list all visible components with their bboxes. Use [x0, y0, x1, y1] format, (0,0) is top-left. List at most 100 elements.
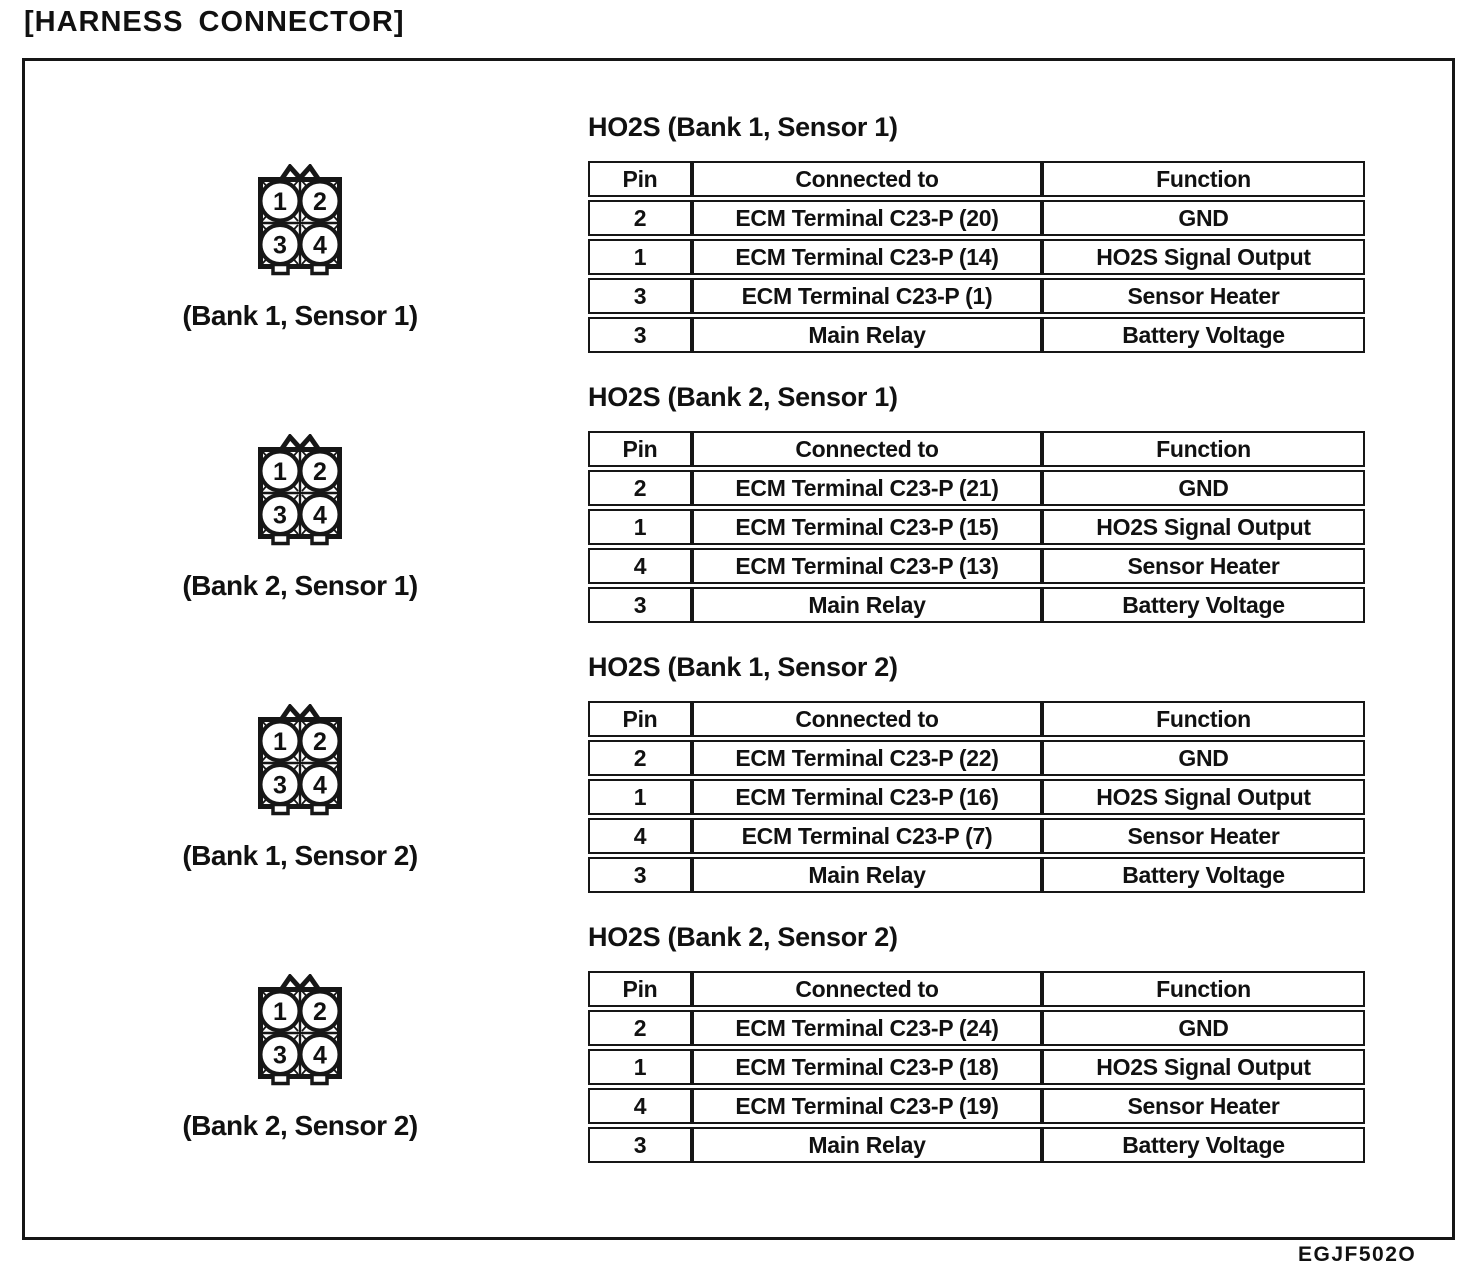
column-header-connected-to: Connected to: [692, 701, 1042, 737]
connector-pin-2: 2: [313, 188, 327, 216]
connector-label: (Bank 1, Sensor 1): [182, 300, 418, 331]
table-row: 3 Main Relay Battery Voltage: [588, 587, 1365, 623]
connected-to-cell: ECM Terminal C23-P (7): [692, 818, 1042, 854]
function-cell: Battery Voltage: [1042, 317, 1365, 353]
connector-diagram: 1 2 3 4: [256, 972, 344, 1088]
table-header-row: Pin Connected to Function: [588, 971, 1365, 1007]
table-row: 1 ECM Terminal C23-P (15) HO2S Signal Ou…: [588, 509, 1365, 545]
pin-table: Pin Connected to Function 2 ECM Terminal…: [588, 698, 1365, 896]
connector-pin-3: 3: [273, 232, 287, 260]
table-body: 2 ECM Terminal C23-P (21) GND 1 ECM Term…: [588, 470, 1365, 623]
table-row: 2 ECM Terminal C23-P (20) GND: [588, 200, 1365, 236]
table-row: 1 ECM Terminal C23-P (18) HO2S Signal Ou…: [588, 1049, 1365, 1085]
pin-cell: 2: [588, 200, 692, 236]
connector-pin-1: 1: [273, 458, 287, 486]
connected-to-cell: ECM Terminal C23-P (14): [692, 239, 1042, 275]
connector-pin-4: 4: [313, 1042, 327, 1070]
connected-to-cell: ECM Terminal C23-P (20): [692, 200, 1042, 236]
connected-to-cell: ECM Terminal C23-P (18): [692, 1049, 1042, 1085]
function-cell: GND: [1042, 740, 1365, 776]
function-cell: GND: [1042, 470, 1365, 506]
table-row: 4 ECM Terminal C23-P (19) Sensor Heater: [588, 1088, 1365, 1124]
column-header-function: Function: [1042, 971, 1365, 1007]
pin-cell: 2: [588, 470, 692, 506]
pin-cell: 4: [588, 1088, 692, 1124]
function-cell: GND: [1042, 200, 1365, 236]
pin-cell: 2: [588, 1010, 692, 1046]
function-cell: Battery Voltage: [1042, 1127, 1365, 1163]
connected-to-cell: ECM Terminal C23-P (19): [692, 1088, 1042, 1124]
table-row: 3 ECM Terminal C23-P (1) Sensor Heater: [588, 278, 1365, 314]
table-row: 1 ECM Terminal C23-P (14) HO2S Signal Ou…: [588, 239, 1365, 275]
connector-icon: 1 2 3 4: [258, 702, 342, 816]
connected-to-cell: ECM Terminal C23-P (22): [692, 740, 1042, 776]
connector-pin-2: 2: [313, 728, 327, 756]
connector-label: (Bank 1, Sensor 2): [182, 840, 418, 871]
connected-to-cell: ECM Terminal C23-P (1): [692, 278, 1042, 314]
function-cell: Sensor Heater: [1042, 278, 1365, 314]
table-row: 3 Main Relay Battery Voltage: [588, 857, 1365, 893]
table-row: 3 Main Relay Battery Voltage: [588, 317, 1365, 353]
section: HO2S (Bank 2, Sensor 2) 1 2: [0, 922, 1472, 1192]
table-row: 2 ECM Terminal C23-P (21) GND: [588, 470, 1365, 506]
connector-icon: 1 2 3 4: [258, 162, 342, 276]
table-row: 2 ECM Terminal C23-P (24) GND: [588, 1010, 1365, 1046]
column-header-connected-to: Connected to: [692, 431, 1042, 467]
connector-diagram: 1 2 3 4: [256, 432, 344, 548]
table-header-row: Pin Connected to Function: [588, 161, 1365, 197]
section-title: HO2S (Bank 1, Sensor 2): [588, 652, 898, 682]
connector-diagram: 1 2 3 4: [256, 702, 344, 818]
connected-to-cell: ECM Terminal C23-P (21): [692, 470, 1042, 506]
function-cell: HO2S Signal Output: [1042, 1049, 1365, 1085]
pin-cell: 1: [588, 779, 692, 815]
connected-to-cell: Main Relay: [692, 317, 1042, 353]
pin-cell: 3: [588, 317, 692, 353]
connected-to-cell: Main Relay: [692, 1127, 1042, 1163]
function-cell: HO2S Signal Output: [1042, 239, 1365, 275]
section: HO2S (Bank 2, Sensor 1) 1 2: [0, 382, 1472, 652]
connector-icon: 1 2 3 4: [258, 972, 342, 1086]
connected-to-cell: ECM Terminal C23-P (16): [692, 779, 1042, 815]
pin-cell: 3: [588, 857, 692, 893]
connector-pin-1: 1: [273, 728, 287, 756]
pin-table: Pin Connected to Function 2 ECM Terminal…: [588, 968, 1365, 1166]
connector-pin-3: 3: [273, 772, 287, 800]
table-row: 2 ECM Terminal C23-P (22) GND: [588, 740, 1365, 776]
connector-diagram: 1 2 3 4: [256, 162, 344, 278]
column-header-connected-to: Connected to: [692, 161, 1042, 197]
column-header-function: Function: [1042, 701, 1365, 737]
connector-pin-2: 2: [313, 998, 327, 1026]
pin-cell: 4: [588, 548, 692, 584]
connector-pin-3: 3: [273, 1042, 287, 1070]
connected-to-cell: ECM Terminal C23-P (15): [692, 509, 1042, 545]
table-header-row: Pin Connected to Function: [588, 431, 1365, 467]
column-header-connected-to: Connected to: [692, 971, 1042, 1007]
sections: HO2S (Bank 1, Sensor 1) 1 2: [0, 112, 1472, 1192]
section-title: HO2S (Bank 2, Sensor 2): [588, 922, 898, 952]
connected-to-cell: ECM Terminal C23-P (13): [692, 548, 1042, 584]
pin-cell: 3: [588, 278, 692, 314]
section-title: HO2S (Bank 2, Sensor 1): [588, 382, 898, 412]
connector-label: (Bank 2, Sensor 2): [182, 1110, 418, 1141]
table-body: 2 ECM Terminal C23-P (24) GND 1 ECM Term…: [588, 1010, 1365, 1163]
pin-table: Pin Connected to Function 2 ECM Terminal…: [588, 158, 1365, 356]
column-header-pin: Pin: [588, 161, 692, 197]
connected-to-cell: ECM Terminal C23-P (24): [692, 1010, 1042, 1046]
connected-to-cell: Main Relay: [692, 587, 1042, 623]
connector-pin-4: 4: [313, 232, 327, 260]
pin-cell: 1: [588, 239, 692, 275]
connector-pin-3: 3: [273, 502, 287, 530]
table-row: 4 ECM Terminal C23-P (7) Sensor Heater: [588, 818, 1365, 854]
footer-code: EGJF502O: [1298, 1243, 1417, 1266]
connector-pin-1: 1: [273, 188, 287, 216]
pin-cell: 2: [588, 740, 692, 776]
document-frame: [22, 58, 1455, 1240]
connector-label: (Bank 2, Sensor 1): [182, 570, 418, 601]
pin-cell: 1: [588, 1049, 692, 1085]
function-cell: Sensor Heater: [1042, 818, 1365, 854]
function-cell: HO2S Signal Output: [1042, 779, 1365, 815]
connector-pin-4: 4: [313, 502, 327, 530]
table-body: 2 ECM Terminal C23-P (20) GND 1 ECM Term…: [588, 200, 1365, 353]
function-cell: GND: [1042, 1010, 1365, 1046]
connector-icon: 1 2 3 4: [258, 432, 342, 546]
